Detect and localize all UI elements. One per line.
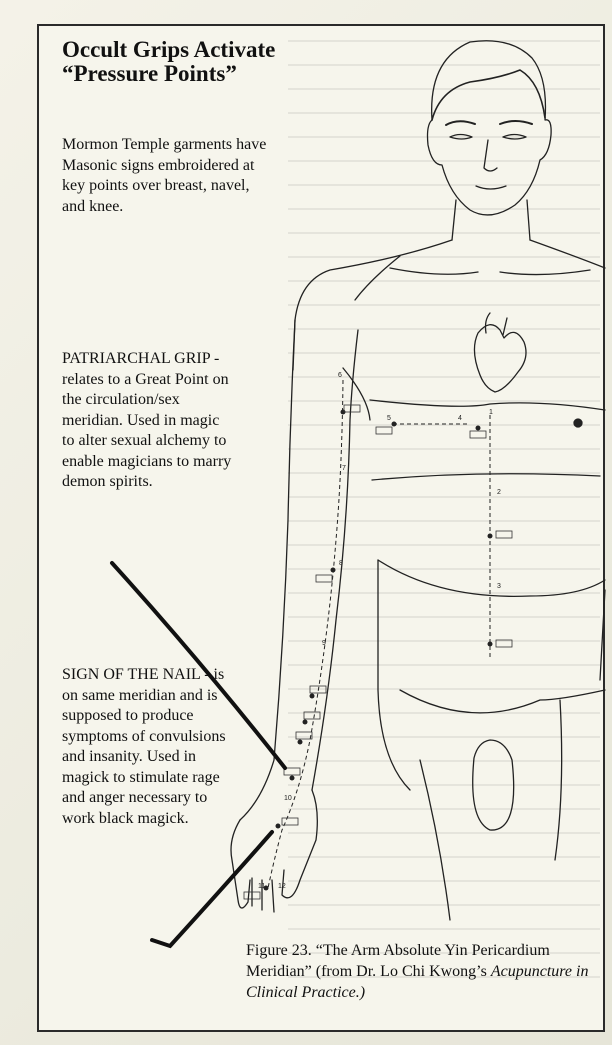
point-number-8: 8: [339, 560, 343, 567]
point-number-2: 2: [497, 489, 501, 496]
acupoint-marker: [392, 422, 397, 427]
point-number-4: 4: [458, 415, 462, 422]
chinese-label-box: [316, 575, 332, 582]
acupoint-marker: [298, 740, 303, 745]
chinese-label-box: [376, 427, 392, 434]
groin: [400, 690, 605, 713]
acupoint-marker: [290, 776, 295, 781]
point-number-9: 9: [322, 640, 326, 647]
heart-outline: [474, 325, 526, 392]
figure-caption: Figure 23. “The Arm Absolute Yin Pericar…: [246, 940, 596, 1003]
chinese-label-box: [344, 405, 360, 412]
right-eyebrow: [500, 121, 532, 124]
leg-inner: [420, 700, 562, 920]
chinese-label-box: [496, 640, 512, 647]
patriarchal-pointer-line: [112, 563, 285, 768]
right-nipple: [574, 419, 582, 427]
acupoint-marker: [488, 642, 493, 647]
point-number-3: 3: [497, 583, 501, 590]
left-trapezius: [355, 256, 400, 300]
nose: [484, 140, 497, 171]
point-number-5: 5: [387, 415, 391, 422]
chinese-label-box: [296, 732, 312, 739]
point-number-6: 6: [338, 372, 342, 379]
left-eye: [450, 135, 472, 140]
acupoint-marker: [310, 694, 315, 699]
pectoral-line: [370, 400, 605, 410]
chinese-label-box: [304, 712, 320, 719]
heart-vessel: [486, 313, 508, 335]
hair: [432, 70, 545, 120]
right-eye: [503, 135, 526, 140]
neck: [452, 200, 530, 240]
point-number-12: 12: [278, 883, 286, 890]
genital-outline: [473, 740, 514, 830]
chinese-label-box: [496, 531, 512, 538]
waist: [378, 560, 605, 596]
arm-inner: [312, 330, 358, 790]
chinese-label-box: [470, 431, 486, 438]
acupoint-marker: [488, 534, 493, 539]
pericardium-meridian: [268, 380, 470, 888]
acupoint-marker: [303, 720, 308, 725]
point-number-7: 7: [342, 465, 346, 472]
abdomen-line: [378, 560, 605, 790]
ribcage: [372, 474, 600, 480]
point-number-1: 1: [489, 409, 493, 416]
torso-outline: [293, 240, 605, 370]
nail-pointer-line: [152, 832, 272, 946]
point-number-10: 10: [284, 795, 292, 802]
left-eyebrow: [446, 121, 475, 125]
clavicle: [390, 268, 590, 275]
acupoint-marker: [331, 568, 336, 573]
acupoint-marker: [476, 426, 481, 431]
mouth: [476, 186, 506, 189]
point-number-11: 11: [258, 883, 265, 890]
acupoint-marker: [276, 824, 281, 829]
